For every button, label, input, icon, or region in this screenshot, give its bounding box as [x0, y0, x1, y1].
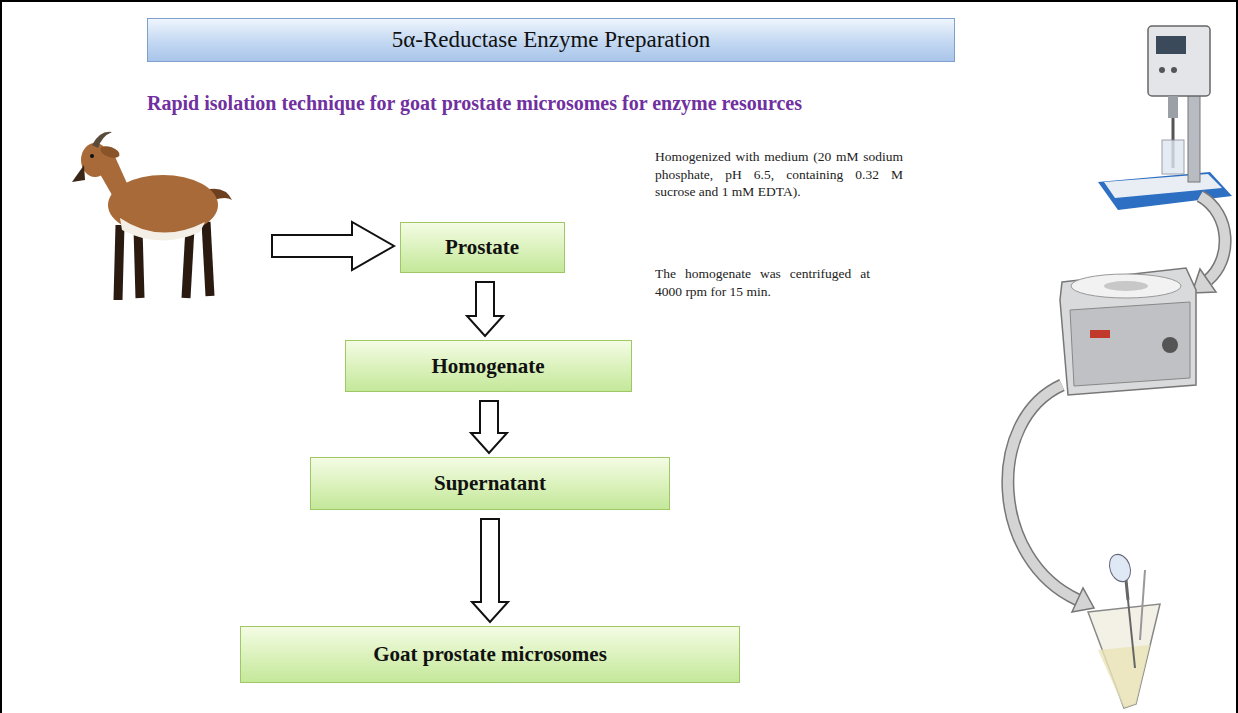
step-note: The homogenate was centrifuged at 4000 r…	[655, 265, 870, 300]
process-box: Prostate	[400, 222, 565, 273]
hollow-arrow	[272, 222, 394, 270]
centrifuge-illustration	[1060, 268, 1196, 395]
hollow-arrow	[467, 282, 503, 336]
box-label: Prostate	[445, 235, 519, 260]
box-label: Homogenate	[431, 354, 544, 379]
hollow-arrow	[472, 519, 508, 622]
subtitle: Rapid isolation technique for goat prost…	[147, 90, 802, 116]
hollow-arrow	[471, 401, 507, 453]
box-label: Supernatant	[434, 471, 546, 496]
step-note: Homogenized with medium (20 mM sodium ph…	[655, 148, 903, 201]
goat-illustration	[72, 132, 232, 300]
curved-arrow	[1008, 385, 1094, 612]
curved-arrow	[1192, 196, 1225, 293]
title-text: 5α-Reductase Enzyme Preparation	[392, 27, 711, 53]
box-label: Goat prostate microsomes	[373, 642, 607, 667]
homogenizer-illustration	[1098, 26, 1232, 210]
process-box: Goat prostate microsomes	[240, 626, 740, 683]
process-box: Supernatant	[310, 457, 670, 510]
process-box: Homogenate	[345, 340, 632, 392]
title-banner: 5α-Reductase Enzyme Preparation	[147, 18, 955, 62]
tube-illustration	[1088, 551, 1160, 708]
